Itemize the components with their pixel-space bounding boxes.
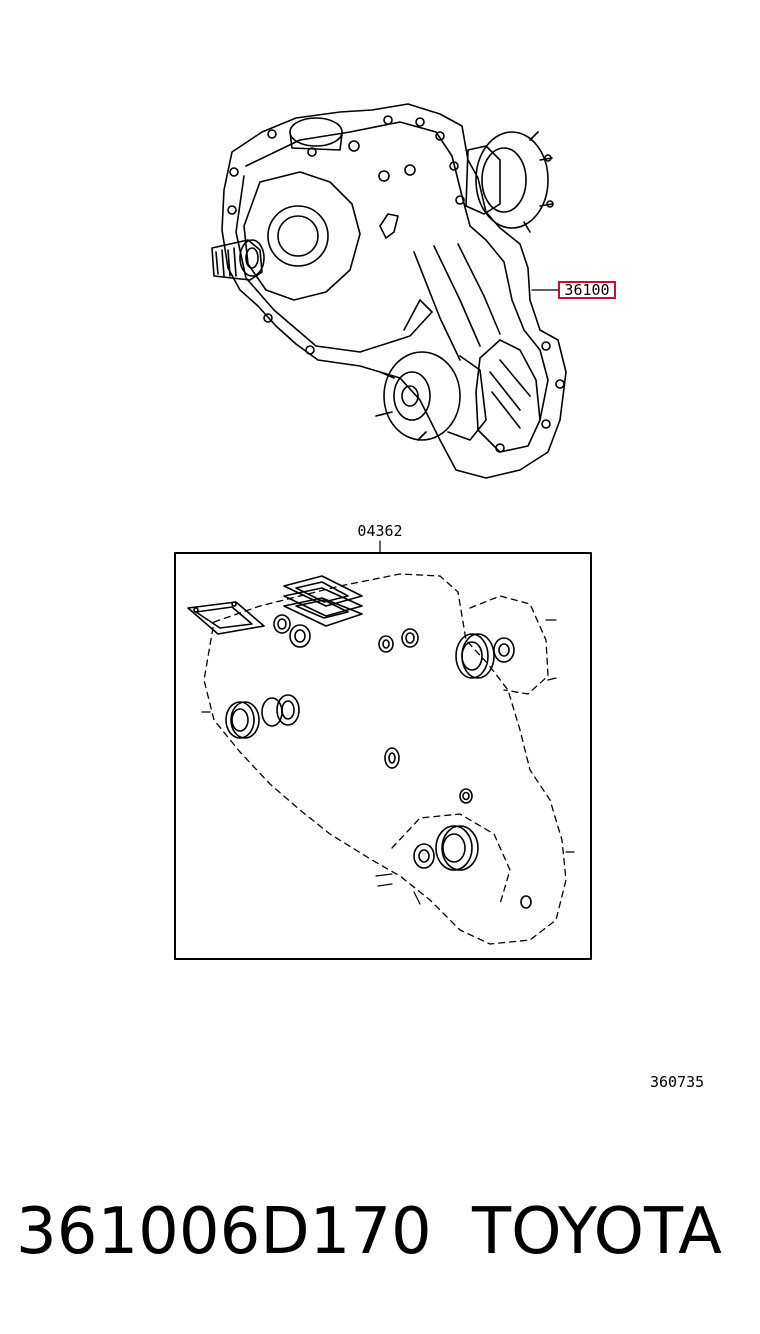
parts-diagram [174,103,592,960]
part-callout-36100[interactable]: 36100 [564,281,610,299]
kit-callout-04362[interactable]: 04362 [357,522,403,540]
brand-name: TOYOTA [472,1195,722,1269]
part-callout-highlight [558,281,616,299]
gasket-kit-drawing [174,540,592,960]
part-footer: 361006D170 TOYOTA [0,1190,760,1280]
transfer-case-drawing [211,103,567,479]
diagram-reference-code: 360735 [650,1073,705,1091]
part-number: 361006D170 [16,1195,432,1269]
